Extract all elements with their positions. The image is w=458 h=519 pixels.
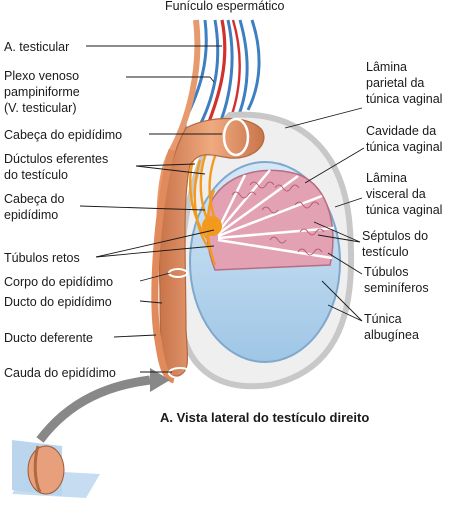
title-label: Funículo espermático [165,0,285,13]
label-albuginea-line1: Túnica [364,312,402,326]
septula-lines [216,169,335,260]
tubule-squiggles [231,181,325,256]
label-plexo-line2: pampiniforme [4,85,80,99]
label-lamina-visceral-line1: Lâmina [366,171,407,185]
labels-left: A. testicular Plexo venoso pampiniforme … [4,40,122,380]
ductus-deferens [151,149,176,384]
label-lamina-visceral-line3: túnica vaginal [366,203,442,217]
orientation-arrowhead [150,368,170,392]
label-lamina-parietal-line3: túnica vaginal [366,92,442,106]
label-cabeca2-line2: epidídimo [4,208,58,222]
label-septulos-line1: Séptulos do [362,229,428,243]
labels-right: Lâmina parietal da túnica vaginal Cavida… [362,60,442,342]
label-ducto-epididimo: Ducto do epidídimo [4,295,112,309]
label-plexo-line1: Plexo venoso [4,69,79,83]
label-lamina-parietal-line1: Lâmina [366,60,407,74]
label-cavidade-line2: túnica vaginal [366,140,442,154]
epididymis-head-ring [222,117,250,157]
label-lamina-parietal-line2: parietal da [366,76,424,90]
label-tubulos-retos: Túbulos retos [4,251,80,265]
label-corpo-epididimo: Corpo do epidídimo [4,275,113,289]
label-cavidade-line1: Cavidade da [366,124,436,138]
label-a-testicular: A. testicular [4,40,69,54]
orientation-thumbnail [12,440,100,498]
label-ductulos-line2: do testículo [4,168,68,182]
leader-lines [79,45,365,373]
rete-knot [202,216,222,236]
label-septulos-line2: testículo [362,245,409,259]
label-seminiferos-line2: seminíferos [364,281,429,295]
epididymis [158,117,265,377]
label-cauda-epididimo: Cauda do epidídimo [4,366,116,380]
epididymis-tail-ring [168,367,192,379]
label-ducto-deferente: Ducto deferente [4,331,93,345]
label-seminiferos-line1: Túbulos [364,265,408,279]
orientation-arrow [36,375,151,443]
label-albuginea-line2: albugínea [364,328,419,342]
label-lamina-visceral-line2: visceral da [366,187,426,201]
label-plexo-line3: (V. testicular) [4,101,76,115]
figure-caption: A. Vista lateral do testículo direito [160,410,369,425]
label-ductulos-line1: Dúctulos eferentes [4,152,108,166]
label-cabeca-epididimo: Cabeça do epidídimo [4,128,122,142]
label-cabeca2-line1: Cabeça do [4,192,65,206]
